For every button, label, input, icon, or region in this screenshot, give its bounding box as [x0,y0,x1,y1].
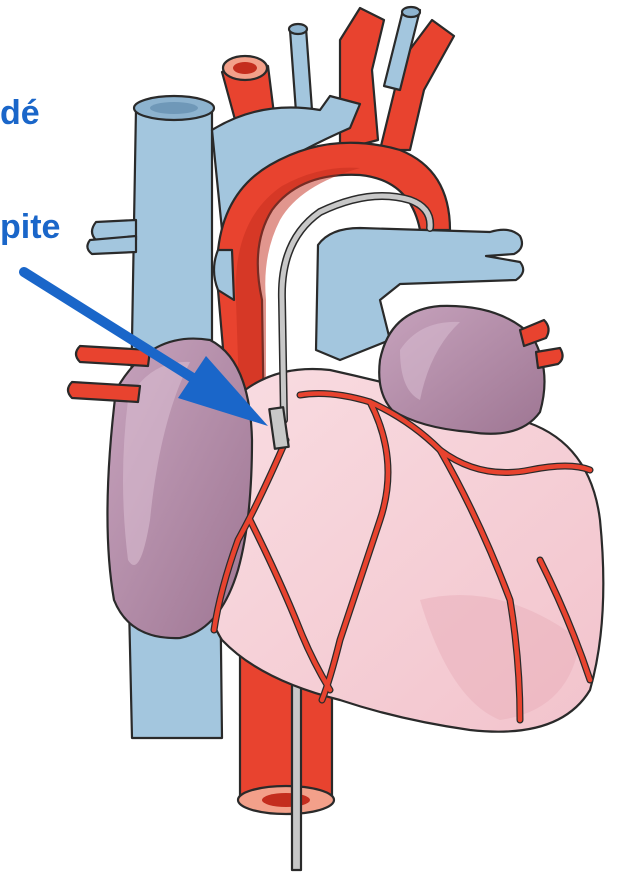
catheter-lower [292,680,301,870]
label-text-bottom: pite [0,210,60,244]
left-atrium [379,306,544,434]
label-text-top: dé [0,96,40,130]
